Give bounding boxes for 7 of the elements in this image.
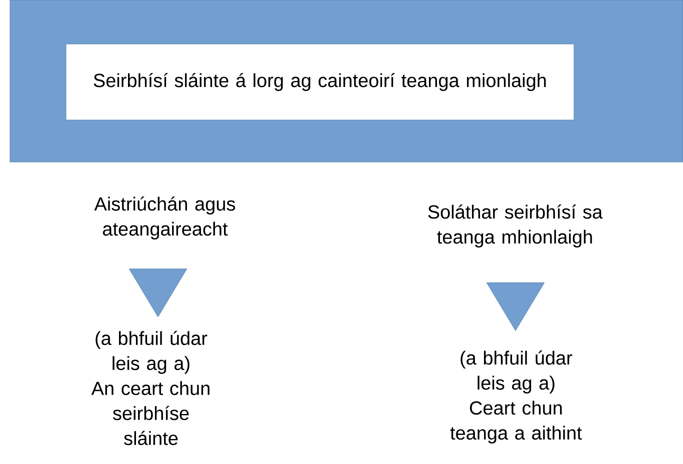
text-label: (a bhfuil údar leis ag a) An ceart chun seirbhíse sláinte [91,330,210,446]
text-label: Soláthar seirbhísí sa teanga mhionlaigh [428,204,603,248]
text-label: Aistriúchán agus ateangaireacht [94,196,236,240]
title-box: Seirbhísí sláinte á lorg ag cainteoirí teanga mionlaigh [66,44,574,120]
triangle-arrow [486,282,545,331]
triangle-arrow [128,268,188,318]
text-label: (a bhfuil údar leis ag a) Ceart chun teanga a aithint [450,350,582,444]
